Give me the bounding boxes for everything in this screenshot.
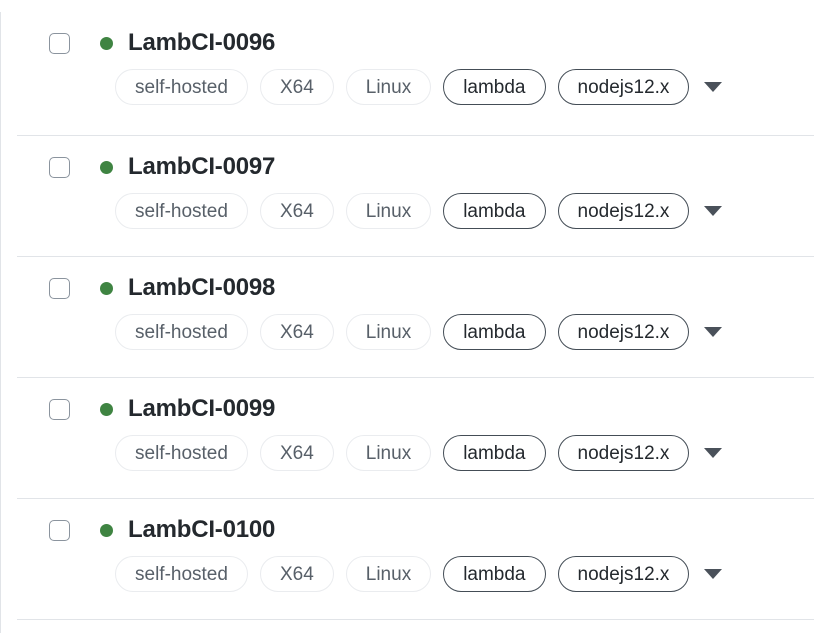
runner-label-pill[interactable]: nodejs12.x [557, 193, 690, 229]
runner-name: LambCI-0096 [128, 29, 276, 56]
caret-down-icon[interactable] [704, 569, 723, 579]
runner-label-pill[interactable]: self-hosted [115, 69, 248, 105]
runner-label-pill[interactable]: lambda [443, 556, 546, 592]
runner-label-pill[interactable]: self-hosted [115, 556, 248, 592]
green-dot-icon [100, 281, 113, 295]
runner-label-pill[interactable]: self-hosted [115, 314, 248, 350]
runner-label-pill[interactable]: lambda [443, 435, 546, 471]
runner-label-pill[interactable]: X64 [259, 314, 334, 350]
table-row[interactable]: LambCI-0097 self-hosted X64 Linux lambda node… [17, 136, 814, 257]
row-select-checkbox[interactable] [49, 519, 70, 541]
runner-label-pill[interactable]: lambda [443, 193, 546, 229]
runner-label-pill[interactable]: Linux [345, 69, 432, 105]
runner-labels: self-hosted X64 Linux lambda nodejs12.x [17, 300, 814, 350]
runner-row-header: LambCI-0100 [17, 499, 814, 542]
runner-label-pill[interactable]: Linux [345, 193, 432, 229]
row-select-checkbox[interactable] [49, 156, 70, 178]
caret-down-icon[interactable] [704, 327, 723, 337]
runner-label-pill[interactable]: nodejs12.x [557, 69, 690, 105]
runner-label-pill[interactable]: X64 [259, 69, 334, 105]
caret-down-icon[interactable] [704, 206, 723, 216]
runner-labels: self-hosted X64 Linux lambda nodejs12.x [17, 421, 814, 471]
caret-down-icon[interactable] [704, 82, 723, 92]
runner-label-pill[interactable]: X64 [259, 556, 334, 592]
runner-labels: self-hosted X64 Linux lambda nodejs12.x [17, 179, 814, 229]
runner-label-pill[interactable]: nodejs12.x [557, 556, 690, 592]
table-row[interactable]: LambCI-0099 self-hosted X64 Linux lambda node… [17, 378, 814, 499]
runner-row-header: LambCI-0096 [17, 12, 814, 55]
runner-label-pill[interactable]: nodejs12.x [557, 314, 690, 350]
green-dot-icon [100, 160, 113, 174]
runner-label-pill[interactable]: Linux [345, 556, 432, 592]
green-dot-icon [100, 36, 113, 50]
row-select-checkbox[interactable] [49, 277, 70, 299]
table-row[interactable]: LambCI-0100 self-hosted X64 Linux lambda node… [17, 499, 814, 620]
runner-name: LambCI-0100 [128, 516, 276, 543]
table-row[interactable]: LambCI-0098 self-hosted X64 Linux lambda node… [17, 257, 814, 378]
runner-label-pill[interactable]: nodejs12.x [557, 435, 690, 471]
caret-down-icon[interactable] [704, 448, 723, 458]
green-dot-icon [100, 402, 113, 416]
runner-name: LambCI-0097 [128, 153, 276, 180]
row-select-checkbox[interactable] [49, 32, 70, 54]
runner-name: LambCI-0099 [128, 395, 276, 422]
runner-label-pill[interactable]: self-hosted [115, 435, 248, 471]
runner-labels: self-hosted X64 Linux lambda nodejs12.x [17, 542, 814, 592]
runner-label-pill[interactable]: lambda [443, 314, 546, 350]
runner-row-header: LambCI-0098 [17, 257, 814, 300]
runner-labels: self-hosted X64 Linux lambda nodejs12.x [17, 55, 814, 105]
runner-row-header: LambCI-0097 [17, 136, 814, 179]
runner-label-pill[interactable]: Linux [345, 314, 432, 350]
runner-label-pill[interactable]: Linux [345, 435, 432, 471]
runner-name: LambCI-0098 [128, 274, 276, 301]
runner-label-pill[interactable]: lambda [443, 69, 546, 105]
table-row[interactable]: LambCI-0096 self-hosted X64 Linux lambda node… [17, 12, 814, 136]
runner-label-pill[interactable]: self-hosted [115, 193, 248, 229]
runner-label-pill[interactable]: X64 [259, 193, 334, 229]
green-dot-icon [100, 523, 113, 537]
row-select-checkbox[interactable] [49, 398, 70, 420]
runner-row-header: LambCI-0099 [17, 378, 814, 421]
runner-label-pill[interactable]: X64 [259, 435, 334, 471]
